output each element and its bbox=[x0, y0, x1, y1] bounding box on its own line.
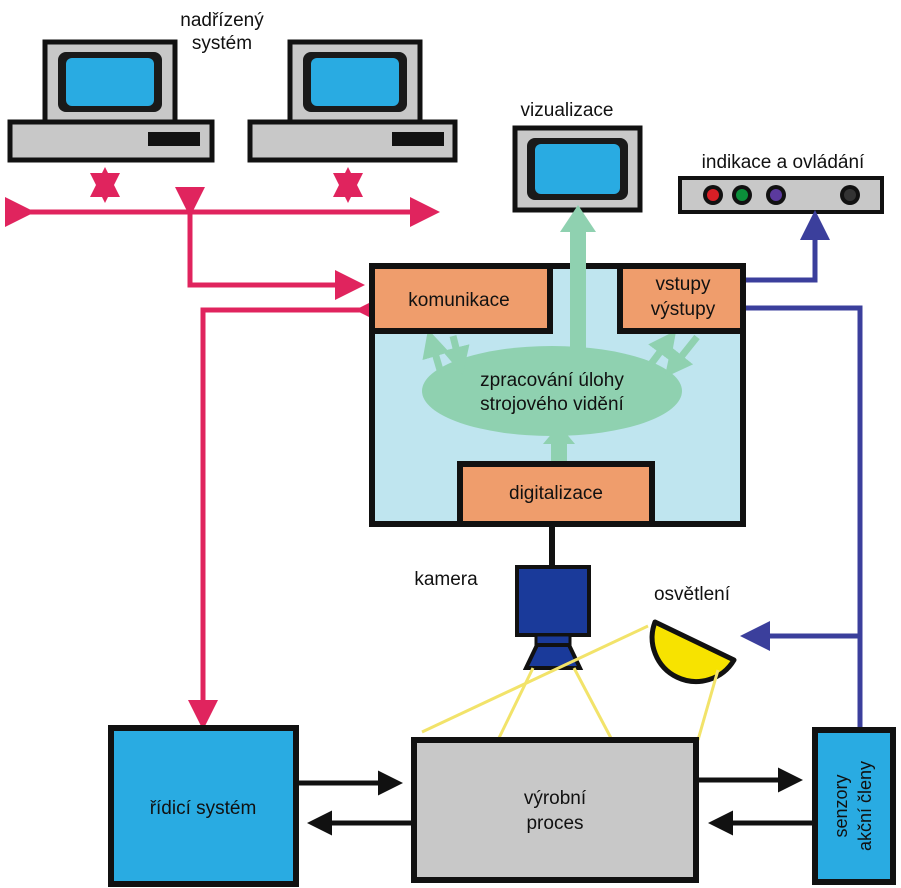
production-process-label-line1: výrobní bbox=[524, 788, 587, 809]
production-process-label-line2: proces bbox=[526, 813, 583, 834]
process-connections bbox=[298, 767, 813, 836]
light-beams bbox=[421, 624, 720, 741]
processing-label-line1: zpracování úlohy bbox=[480, 370, 624, 391]
sensors-label-line1: senzory bbox=[831, 774, 851, 837]
green-flows bbox=[422, 205, 700, 464]
io-box bbox=[617, 263, 746, 334]
communication-label: komunikace bbox=[408, 290, 509, 311]
parent-system-label-line1: nadřízený bbox=[180, 10, 264, 31]
io-lines bbox=[720, 210, 875, 827]
production-process-box bbox=[411, 737, 699, 883]
indication-control-label: indikace a ovládání bbox=[702, 152, 865, 173]
sensors-actuators-box bbox=[812, 727, 896, 885]
parent-system-label-line2: systém bbox=[192, 33, 252, 54]
sensors-label-line2: akční členy bbox=[855, 761, 875, 851]
computer-right-icon bbox=[247, 39, 458, 163]
computer-left-icon bbox=[7, 39, 215, 163]
control-panel-icon bbox=[678, 176, 884, 214]
communication-box bbox=[369, 263, 553, 334]
camera-icon bbox=[515, 565, 591, 670]
io-label-line1: vstupy bbox=[656, 274, 711, 295]
lighting-label: osvětlení bbox=[654, 584, 731, 605]
monitor-icon bbox=[512, 125, 643, 213]
visualization-label: vizualizace bbox=[521, 100, 614, 121]
control-system-box bbox=[108, 725, 299, 887]
control-system-label: řídicí systém bbox=[150, 798, 257, 819]
network-bus bbox=[5, 167, 440, 730]
processing-label-line2: strojového vidění bbox=[480, 394, 624, 415]
digitization-label: digitalizace bbox=[509, 483, 603, 504]
lamp-icon bbox=[649, 619, 737, 684]
camera-label: kamera bbox=[414, 569, 478, 590]
digitization-box bbox=[457, 461, 655, 527]
io-label-line2: výstupy bbox=[651, 299, 716, 320]
